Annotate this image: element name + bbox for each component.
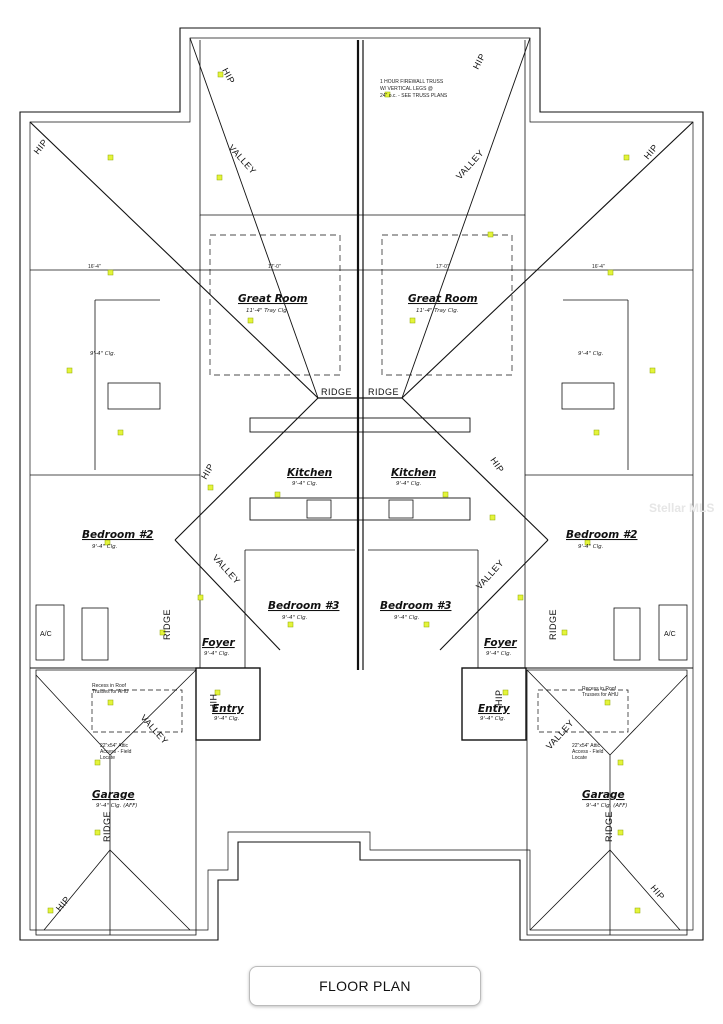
firewall-note-line3: 24" o.c. - SEE TRUSS PLANS [380,93,448,99]
great-room-ceiling-left: 11'-4" Tray Clg. [246,308,289,314]
bedroom3-label-left: Bedroom #3 [268,600,339,612]
foyer-label-right: Foyer [484,637,518,649]
dimension-right: 16'-4" [592,264,605,270]
garage-ceiling-right: 9'-4" Clg. (AFF) [586,803,628,809]
ceiling-fixtures [47,71,656,914]
hip-label: HIP [208,694,218,711]
great-room-ceiling-right: 11'-4" Tray Clg. [416,308,459,314]
ridge-label: RIDGE [321,387,352,397]
foyer-ceiling-right: 9'-4" Clg. [486,651,512,657]
attic-note-line1-right: 22"x54" Attic [572,743,601,749]
recess-note-line1-right: Recess in Roof [582,686,617,692]
kitchen-label-left: Kitchen [287,467,332,479]
foyer-label-left: Foyer [202,637,236,649]
entry-label-right: Entry [478,703,511,715]
foyer-ceiling-left: 9'-4" Clg. [204,651,230,657]
hip-label: HIP [642,142,660,161]
valley-label: VALLEY [227,143,259,177]
roof-labels: HIP HIP HIP HIP VALLEY VALLEY RIDGE RIDG… [32,52,667,914]
attic-note-line3-left: Locate [100,755,115,761]
valley-label: VALLEY [474,558,506,592]
recess-note-line2-right: Trusses for AHU [582,692,619,698]
valley-label: VALLEY [139,713,171,747]
bedroom2-label-left: Bedroom #2 [82,529,153,541]
entry-ceiling-right: 9'-4" Clg. [480,716,506,722]
ridge-label: RIDGE [368,387,399,397]
bedroom2-ceiling-left: 9'-4" Clg. [92,544,118,550]
ridge-label: RIDGE [604,811,614,842]
valley-label: VALLEY [211,553,243,587]
hip-label: HIP [488,455,506,474]
bath-ceiling-left: 9'-4" Clg. [90,351,116,357]
hip-label: HIP [54,894,72,913]
entry-ceiling-left: 9'-4" Clg. [214,716,240,722]
bedroom2-label-right: Bedroom #2 [566,529,637,541]
ridge-label: RIDGE [162,609,172,640]
recess-note-line1-left: Recess in Roof [92,683,127,689]
hip-label: HIP [494,689,504,706]
attic-note-line2-left: Access - Field [100,749,132,755]
great-room-dimension-left: 17'-0" [268,264,281,270]
plan-notes: 1 HOUR FIREWALL TRUSS W/ VERTICAL LEGS @… [88,79,619,761]
hip-label: HIP [471,52,488,71]
ac-label-right: A/C [664,631,676,638]
watermark: Stellar MLS [649,501,715,515]
ac-label-left: A/C [40,631,52,638]
dimension-left: 16'-4" [88,264,101,270]
attic-note-line1-left: 22"x54" Attic [100,743,129,749]
ridge-label: RIDGE [102,811,112,842]
ridge-label: RIDGE [548,609,558,640]
bath-ceiling-right: 9'-4" Clg. [578,351,604,357]
kitchen-ceiling-right: 9'-4" Clg. [396,481,422,487]
bedroom3-label-right: Bedroom #3 [380,600,451,612]
roof-and-wall-outline [19,27,704,941]
bedroom3-ceiling-right: 9'-4" Clg. [394,615,420,621]
firewall-note-line1: 1 HOUR FIREWALL TRUSS [380,79,444,85]
garage-label-left: Garage [92,789,135,801]
recess-note-line2-left: Trusses for AHU [92,689,129,695]
garage-ceiling-left: 9'-4" Clg. (AFF) [96,803,138,809]
attic-note-line2-right: Access - Field [572,749,604,755]
great-room-label-right: Great Room [408,293,478,305]
firewall-note-line2: W/ VERTICAL LEGS @ [380,86,433,92]
bedroom2-ceiling-right: 9'-4" Clg. [578,544,604,550]
great-room-dimension-right: 17'-0" [436,264,449,270]
garage-label-right: Garage [582,789,625,801]
room-labels: Great Room 11'-4" Tray Clg. Great Room 1… [40,293,676,809]
kitchen-label-right: Kitchen [391,467,436,479]
hip-label: HIP [199,462,216,481]
entry-label-left: Entry [212,703,245,715]
hip-label: HIP [32,137,50,156]
hip-label: HIP [648,883,666,902]
bedroom3-ceiling-left: 9'-4" Clg. [282,615,308,621]
attic-note-line3-right: Locate [572,755,587,761]
floor-plan-caption: FLOOR PLAN [249,966,481,1006]
kitchen-ceiling-left: 9'-4" Clg. [292,481,318,487]
great-room-label-left: Great Room [238,293,308,305]
